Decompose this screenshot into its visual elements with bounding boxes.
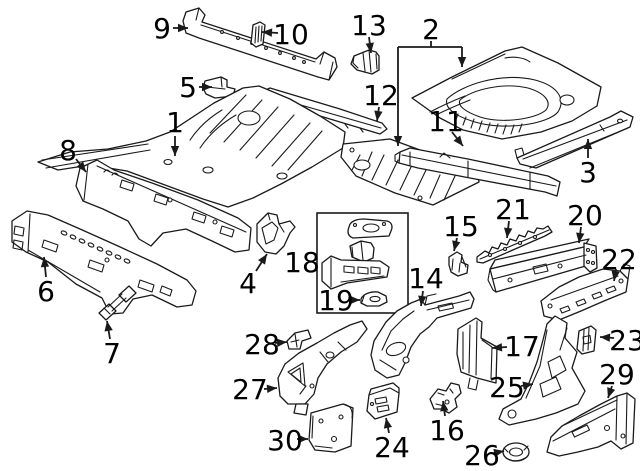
callout-arrowhead	[440, 401, 449, 412]
callout-label-8: 8	[59, 134, 77, 167]
callout-label-7: 7	[103, 337, 121, 370]
callout-arrowhead	[104, 321, 113, 332]
callout-arrowhead	[492, 343, 503, 352]
part-drawing-19	[360, 291, 388, 307]
callout-arrowhead	[600, 333, 611, 342]
part-drawing-13	[350, 49, 380, 75]
callout-label-6: 6	[37, 275, 55, 308]
callout-arrowhead	[76, 161, 86, 172]
part-drawing-20	[487, 238, 598, 293]
callout-arrowhead	[266, 384, 277, 393]
part-drawing-6	[11, 210, 197, 315]
callout-arrowhead	[262, 28, 273, 37]
callout-label-13: 13	[351, 9, 387, 42]
part-drawing-2	[340, 46, 602, 206]
callout-arrowhead	[178, 23, 188, 33]
callout-arrowhead	[611, 270, 620, 281]
part-drawing-15	[448, 251, 469, 277]
part-drawing-14	[370, 291, 475, 379]
callout-arrowhead	[522, 381, 533, 390]
callout-label-27: 27	[232, 373, 268, 406]
callout-label-26: 26	[464, 439, 500, 471]
part-drawing-3	[514, 110, 634, 169]
callout-label-17: 17	[504, 330, 540, 363]
callout-label-23: 23	[609, 324, 640, 357]
callout-arrowhead	[258, 254, 267, 265]
part-drawing-21	[476, 225, 553, 264]
part-drawing-1	[37, 85, 346, 208]
callout-arrowhead	[170, 146, 180, 156]
callout-label-11: 11	[428, 105, 464, 138]
part-drawing-27	[277, 320, 368, 416]
callout-label-1: 1	[166, 106, 184, 139]
callout-label-21: 21	[495, 193, 531, 226]
callout-label-2: 2	[422, 13, 440, 46]
callout-arrowhead	[202, 82, 212, 92]
part-drawing-7	[98, 285, 137, 321]
callout-arrowhead	[374, 110, 383, 121]
callout-arrowhead	[493, 448, 504, 458]
part-drawing-4	[256, 212, 296, 255]
callout-label-19: 19	[318, 284, 354, 317]
part-drawing-8	[75, 159, 252, 253]
callout-label-5: 5	[179, 71, 197, 104]
callout-arrowhead	[298, 434, 308, 444]
callout-label-14: 14	[408, 262, 444, 295]
callout-label-15: 15	[443, 210, 479, 243]
callout-label-18: 18	[284, 246, 320, 279]
callout-arrowhead	[453, 135, 463, 146]
part-drawing-29	[546, 392, 636, 457]
callout-label-12: 12	[363, 79, 399, 112]
part-drawing-23	[576, 325, 597, 355]
part-drawing-17	[456, 317, 498, 391]
callout-arrowhead	[583, 139, 593, 149]
callout-label-22: 22	[601, 243, 637, 276]
callout-arrowhead	[365, 42, 374, 53]
callout-arrowhead	[452, 240, 461, 251]
callout-arrowhead	[393, 136, 403, 146]
callout-label-25: 25	[489, 371, 525, 404]
part-drawing-10	[250, 21, 266, 48]
callout-label-28: 28	[244, 328, 280, 361]
part-drawing-11	[394, 147, 561, 197]
callout-arrowhead	[383, 418, 393, 429]
callout-label-29: 29	[599, 358, 635, 391]
inset-box-18	[316, 212, 409, 314]
callout-label-16: 16	[429, 414, 465, 447]
part-drawing-16	[429, 382, 462, 414]
callout-arrowhead	[276, 338, 287, 348]
part-drawing-24	[366, 382, 400, 420]
part-drawing-30	[308, 403, 354, 453]
part-drawing-26	[502, 442, 530, 462]
callout-arrowhead	[576, 232, 585, 243]
callout-label-3: 3	[579, 156, 597, 189]
part-drawing-18	[316, 212, 409, 314]
callout-arrowhead	[350, 295, 360, 305]
part-drawing-28	[286, 329, 312, 350]
callout-label-24: 24	[374, 431, 410, 464]
callout-label-10: 10	[273, 18, 309, 51]
callout-arrowhead	[457, 57, 467, 67]
callout-arrowhead	[607, 387, 616, 398]
callout-label-9: 9	[153, 12, 171, 45]
callout-arrowhead	[40, 257, 50, 268]
callout-label-4: 4	[239, 267, 257, 300]
callout-arrowhead	[503, 227, 513, 238]
part-drawing-25	[498, 315, 586, 426]
callout-label-30: 30	[267, 424, 303, 457]
callout-label-20: 20	[567, 199, 603, 232]
callout-arrowhead	[418, 295, 427, 306]
